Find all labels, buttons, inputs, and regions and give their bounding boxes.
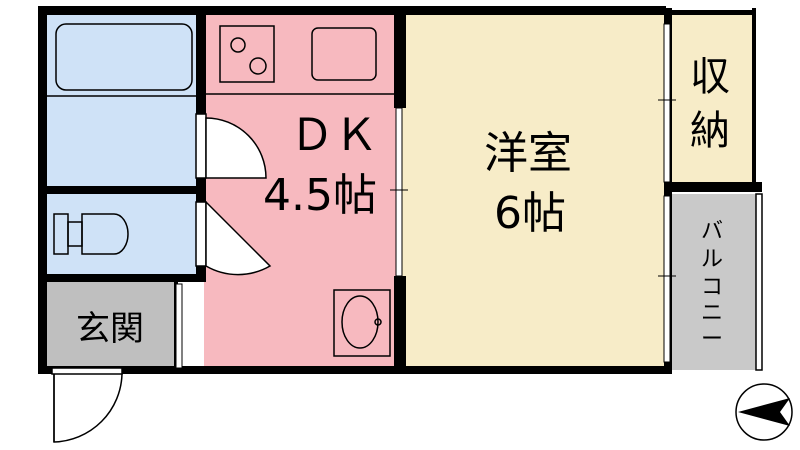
sink-icon (311, 27, 377, 81)
balcony-char: バ (701, 219, 723, 244)
storage-label-top: 収 (690, 54, 730, 100)
balcony-char: ニ (701, 301, 723, 326)
dk-size-label: 4.5帖 (263, 170, 377, 221)
storage-area (668, 14, 754, 186)
entrance-door (51, 367, 123, 443)
toilet-icon (53, 213, 129, 255)
door-swings (195, 113, 272, 276)
western-room-size-label: 6帖 (494, 188, 566, 239)
compass-icon (735, 383, 793, 441)
balcony-char: コ (701, 275, 723, 300)
stove-icon (219, 25, 275, 83)
dk-area (204, 14, 400, 370)
toilet-area (46, 194, 204, 276)
sliding-doors (175, 23, 676, 369)
western-room-area (400, 14, 668, 370)
western-room-label: 洋室 (484, 128, 572, 179)
balcony-area (668, 194, 756, 370)
balcony-label: バ ル コ ニ ー (701, 219, 723, 352)
bathtub-icon (55, 23, 193, 91)
entrance-label: 玄関 (76, 309, 144, 349)
walls (38, 6, 762, 374)
balcony-char: ー (701, 327, 723, 352)
entrance-area (46, 282, 176, 370)
dk-label: ＤＫ (290, 110, 378, 161)
washbasin-icon (333, 289, 391, 357)
balcony-rail (755, 193, 763, 371)
storage-label-bottom: 納 (690, 108, 730, 154)
balcony-char: ル (701, 247, 723, 272)
